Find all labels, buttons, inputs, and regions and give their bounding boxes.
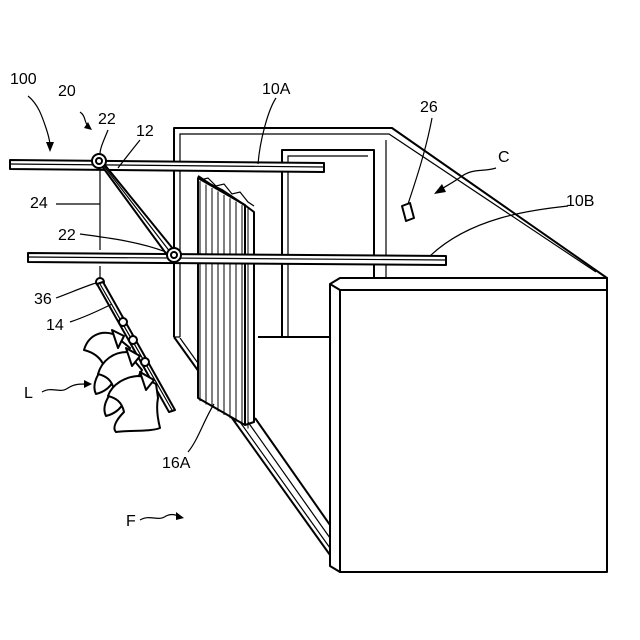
label-wire: 24 bbox=[30, 195, 48, 212]
front-box bbox=[330, 278, 607, 572]
label-arm: 12 bbox=[136, 123, 154, 140]
label-rail-upper: 10A bbox=[262, 81, 291, 98]
label-roller-top: 22 bbox=[98, 111, 116, 128]
rail-lower bbox=[28, 253, 446, 265]
label-panel: 16A bbox=[162, 455, 191, 472]
label-floor: F bbox=[126, 513, 136, 530]
label-hanger-rod: 14 bbox=[46, 317, 64, 334]
label-rail-lower: 10B bbox=[566, 193, 594, 210]
label-system: 100 bbox=[10, 71, 37, 88]
label-sensor: 26 bbox=[420, 99, 438, 116]
rail-upper bbox=[10, 160, 324, 172]
roller-top bbox=[92, 154, 106, 168]
pleated-panel bbox=[198, 176, 254, 429]
roller-bottom bbox=[167, 248, 181, 262]
sensor-26 bbox=[402, 203, 414, 221]
label-rail-assembly: 20 bbox=[58, 83, 76, 100]
label-laundry: L bbox=[24, 385, 33, 402]
label-roller-bottom: 22 bbox=[58, 227, 76, 244]
label-chamber: C bbox=[498, 149, 510, 166]
label-hook: 36 bbox=[34, 291, 52, 308]
